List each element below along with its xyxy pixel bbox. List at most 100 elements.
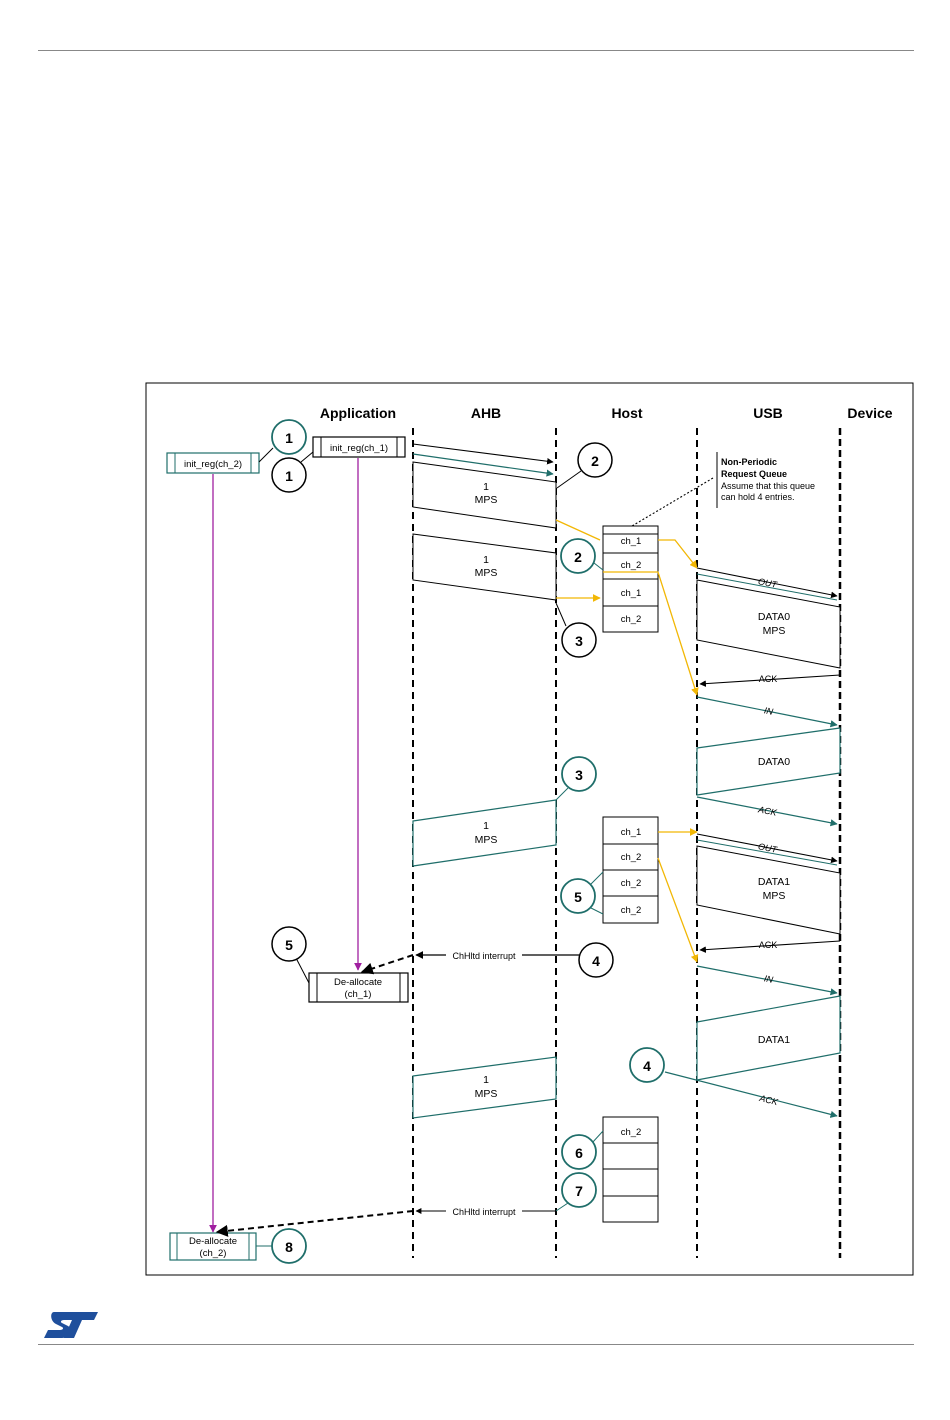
- dealloc-ch2-box: De-allocate (ch_2): [169, 1232, 257, 1261]
- footer-rule: [38, 1344, 914, 1345]
- ahb-block-1-mps: MPS: [475, 494, 498, 506]
- step-2-black: 2: [556, 442, 613, 489]
- usb-ack-3: ACK: [699, 940, 841, 953]
- step-2-teal-num: 2: [574, 549, 582, 565]
- header-rule: [38, 50, 914, 51]
- request-queue-2: ch_1 ch_2 ch_2 ch_2: [602, 816, 659, 924]
- st-logo: [42, 1310, 102, 1345]
- step-1-black-num: 1: [285, 468, 293, 484]
- init-reg-ch2-box: init_reg(ch_2): [166, 452, 260, 474]
- ahb-block-2-mps: MPS: [475, 567, 498, 579]
- step-4-teal: 4: [629, 1047, 665, 1083]
- note-line-2: can hold 4 entries.: [721, 492, 795, 502]
- usb-in-label-1: IN: [763, 705, 774, 717]
- ahb-block-4-mps: MPS: [475, 1088, 498, 1100]
- usb-in-token-1: IN: [696, 696, 838, 728]
- queue-1-entry-1: ch_1: [621, 536, 642, 547]
- diagram-frame: [145, 382, 914, 1276]
- ahb-data-block-3: 1 MPS: [412, 799, 557, 867]
- usb-out-token-2: OUT: [696, 833, 838, 866]
- column-usb: USB: [753, 405, 783, 421]
- dealloc-ch1-label-1: De-allocate: [334, 977, 382, 988]
- step-8-teal-num: 8: [285, 1239, 293, 1255]
- usb-ack-1: ACK: [699, 674, 841, 687]
- usb-ack-label-2: ACK: [757, 804, 779, 818]
- ahb-block-2-num: 1: [483, 554, 489, 566]
- usb-ack-label-1: ACK: [759, 674, 778, 684]
- usb-ack-2: ACK: [696, 796, 838, 827]
- usb-data1-mps-packet: DATA1 MPS: [696, 845, 841, 935]
- ahb-block-3-mps: MPS: [475, 834, 498, 846]
- queue-1-entry-4: ch_2: [621, 614, 642, 625]
- usb-out-label-1: OUT: [757, 576, 779, 590]
- usb-data0-mps-sub: MPS: [763, 625, 786, 637]
- chhltd-interrupt-label-2: ChHltd interrupt: [452, 1207, 516, 1217]
- column-application: Application: [320, 405, 396, 421]
- usb-data0-label: DATA0: [758, 756, 790, 768]
- ahb-data-block-1: 1 MPS: [412, 461, 557, 529]
- init-reg-ch1-label: init_reg(ch_1): [330, 443, 388, 454]
- step-2-teal: 2: [560, 538, 604, 574]
- ahb-write-arrow-1: [412, 443, 554, 465]
- usb-data1-mps-label: DATA1: [758, 876, 790, 888]
- ahb-write-arrow-2: [412, 453, 554, 477]
- step-4-black: 4: [578, 942, 614, 978]
- usb-data0-mps-label: DATA0: [758, 611, 790, 623]
- queue-2-entry-4: ch_2: [621, 905, 642, 916]
- chhltd-interrupt-2: ChHltd interrupt: [215, 1205, 556, 1237]
- queue-1-entry-3: ch_1: [621, 588, 642, 599]
- step-6-teal-num: 6: [575, 1145, 583, 1161]
- usb-in-token-2: IN: [696, 965, 838, 996]
- ahb-data-block-4: 1 MPS: [412, 1056, 557, 1119]
- chhltd-interrupt-1: ChHltd interrupt: [360, 949, 580, 975]
- step-1-teal-num: 1: [285, 430, 293, 446]
- usb-data0-packet: DATA0: [696, 727, 841, 796]
- step-5-teal: 5: [560, 871, 604, 915]
- step-3-black: 3: [555, 602, 597, 658]
- step-3-black-num: 3: [575, 633, 583, 649]
- request-queue-3: ch_2: [602, 1116, 659, 1223]
- step-1-teal: 1: [258, 419, 307, 463]
- step-7-teal: 7: [555, 1172, 597, 1212]
- queue-2-entry-3: ch_2: [621, 878, 642, 889]
- column-device: Device: [847, 405, 892, 421]
- step-3-teal-num: 3: [575, 767, 583, 783]
- yellow-arrow-ch1-to-out: [658, 539, 698, 569]
- ahb-data-block-2: 1 MPS: [412, 533, 557, 601]
- ahb-block-1-num: 1: [483, 481, 489, 493]
- init-reg-ch2-label: init_reg(ch_2): [184, 459, 242, 470]
- usb-out-label-2: OUT: [757, 841, 779, 855]
- usb-ack-4: ACK: [664, 1071, 838, 1118]
- step-5-black: 5: [271, 926, 310, 984]
- queue-3-entry-1: ch_2: [621, 1127, 642, 1138]
- step-1-black: 1: [271, 451, 314, 493]
- dealloc-ch1-box: De-allocate (ch_1): [308, 972, 409, 1003]
- yellow-arrow-ch2-to-in-2: [657, 857, 699, 963]
- dealloc-ch2-label-2: (ch_2): [200, 1248, 227, 1259]
- usb-ack-label-3: ACK: [759, 940, 778, 950]
- step-2-black-num: 2: [591, 453, 599, 469]
- usb-out-token-1: OUT: [696, 567, 838, 601]
- usb-data0-mps-packet: DATA0 MPS: [696, 579, 841, 669]
- chhltd-interrupt-label-1: ChHltd interrupt: [452, 951, 516, 961]
- usb-ack-label-4: ACK: [758, 1093, 780, 1108]
- init-reg-ch1-box: init_reg(ch_1): [312, 436, 406, 458]
- usb-data1-mps-sub: MPS: [763, 890, 786, 902]
- column-host: Host: [611, 405, 642, 421]
- ahb-block-4-num: 1: [483, 1074, 489, 1086]
- dealloc-ch2-label-1: De-allocate: [189, 1236, 237, 1247]
- note-line-1: Assume that this queue: [721, 481, 815, 491]
- request-queue-1: ch_1 ch_2 ch_1 ch_2: [602, 525, 659, 633]
- step-7-teal-num: 7: [575, 1183, 583, 1199]
- yellow-arrow-ahb-to-queue-1: [555, 519, 601, 541]
- queue-1-entry-2: ch_2: [621, 560, 642, 571]
- yellow-arrow-ch2-to-in: [603, 571, 699, 696]
- dealloc-ch1-label-2: (ch_1): [345, 989, 372, 1000]
- step-5-teal-num: 5: [574, 889, 582, 905]
- ahb-block-3-num: 1: [483, 820, 489, 832]
- step-6-teal: 6: [561, 1130, 604, 1170]
- step-4-black-num: 4: [592, 953, 600, 969]
- queue-note: Non-Periodic Request Queue Assume that t…: [631, 452, 815, 527]
- queue-2-entry-2: ch_2: [621, 852, 642, 863]
